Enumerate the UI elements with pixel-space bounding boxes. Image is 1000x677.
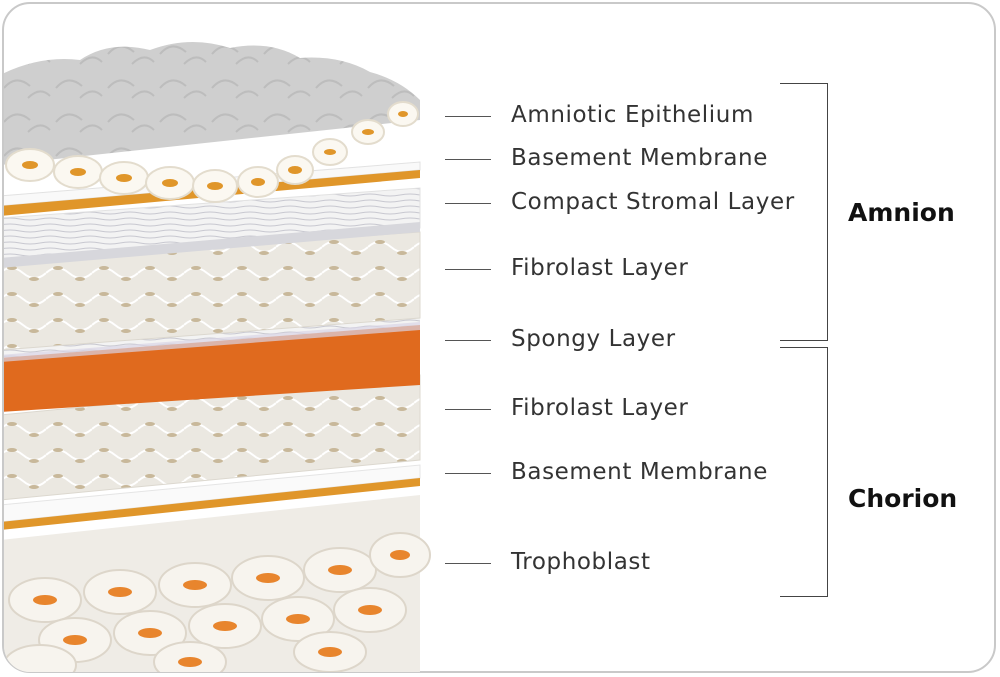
leader-line [445, 159, 491, 160]
group-label-amnion: Amnion [848, 198, 955, 227]
amniotic-epithelium-surface [4, 42, 420, 165]
leader-line [445, 409, 491, 410]
trophoblast-cells [4, 532, 431, 672]
label-basement-membrane-chorion: Basement Membrane [511, 459, 768, 485]
amnion-bracket [780, 83, 828, 341]
label-compact-stromal-layer: Compact Stromal Layer [511, 189, 795, 215]
label-fibrolast-layer-chorion: Fibrolast Layer [511, 395, 689, 421]
chorion-basement-membrane [4, 478, 420, 530]
leader-line [445, 269, 491, 270]
label-spongy-layer: Spongy Layer [511, 326, 676, 352]
chorion-bracket [780, 347, 828, 597]
label-basement-membrane-amnion: Basement Membrane [511, 145, 768, 171]
label-fibrolast-layer-amnion: Fibrolast Layer [511, 255, 689, 281]
leader-line [445, 116, 491, 117]
label-amniotic-epithelium: Amniotic Epithelium [511, 102, 754, 128]
group-label-chorion: Chorion [848, 484, 958, 513]
leader-line [445, 203, 491, 204]
spongy-layer [4, 325, 420, 412]
leader-line [445, 563, 491, 564]
leader-line [445, 473, 491, 474]
leader-line [445, 340, 491, 341]
label-trophoblast: Trophoblast [511, 549, 651, 575]
